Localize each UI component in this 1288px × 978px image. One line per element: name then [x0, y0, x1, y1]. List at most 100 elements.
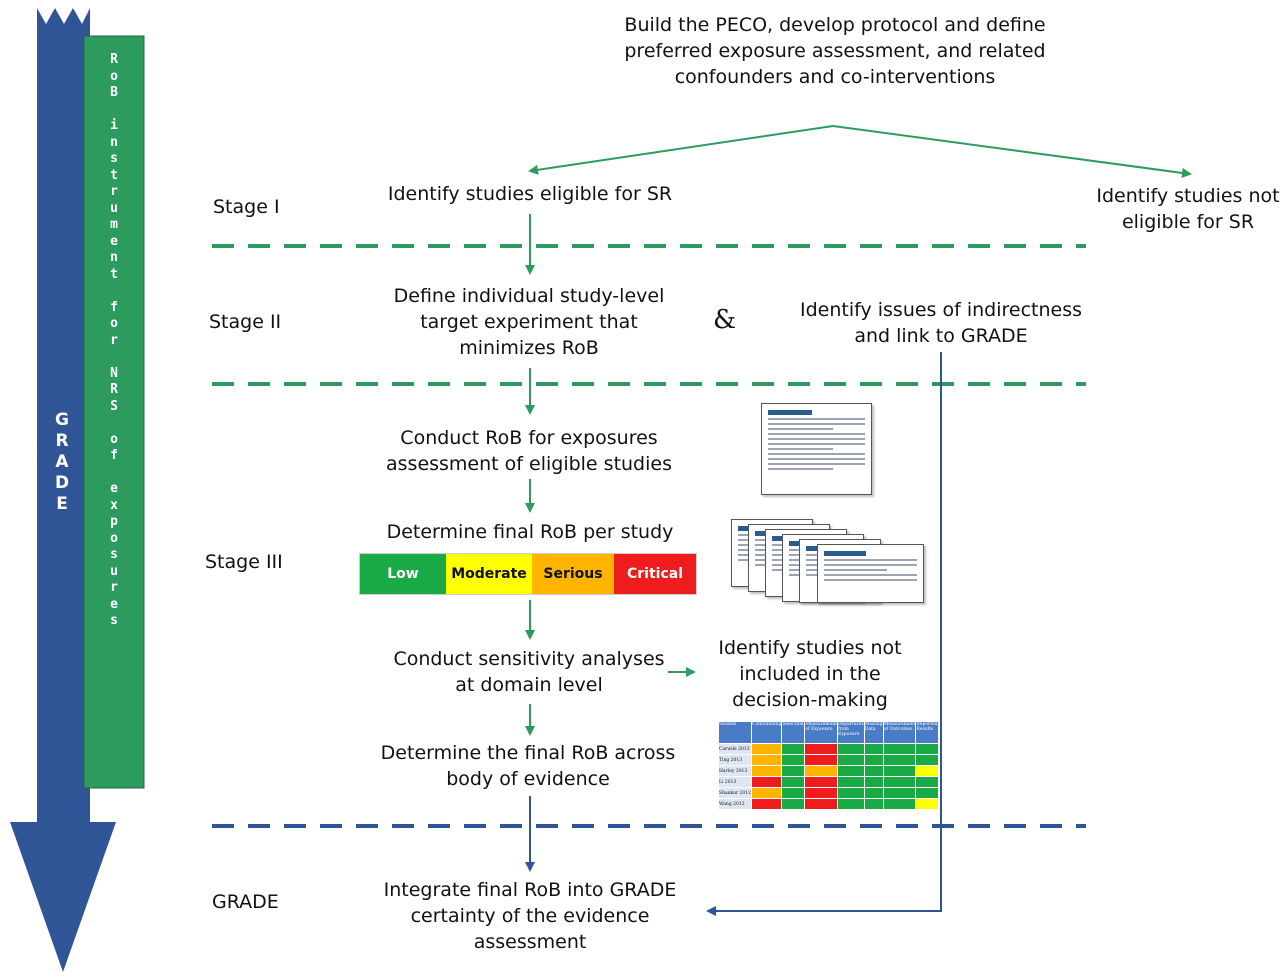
rob-cell — [836, 776, 865, 788]
rob-cell — [915, 754, 940, 766]
table-row: Shankar 2012 — [718, 787, 940, 799]
table-header: Confounding — [750, 721, 783, 744]
rob-cell — [781, 765, 806, 777]
rob-level-moderate: Moderate — [446, 554, 532, 594]
rob-cell — [836, 743, 865, 755]
rob-cell — [750, 798, 783, 810]
rob-cell — [863, 765, 884, 777]
table-header: Measurement of Outcomes — [882, 721, 917, 744]
rob-cell — [882, 754, 917, 766]
grade-stage-label: GRADE — [212, 891, 279, 913]
not-included-node: Identify studies not included in the dec… — [718, 637, 902, 711]
rob-cell — [863, 743, 884, 755]
vertical-letter: n — [110, 134, 118, 150]
rob-cell — [804, 798, 838, 810]
arrow-peco-to-eligible — [528, 125, 834, 175]
stage-1-label: Stage I — [213, 196, 280, 218]
rob-cell — [882, 776, 917, 788]
vertical-letter — [110, 415, 118, 432]
rob-cell — [804, 765, 838, 777]
target-experiment-node: Define individual study-level target exp… — [393, 285, 665, 359]
vertical-letter: s — [110, 151, 118, 166]
table-row: Harley 2013 — [718, 765, 940, 777]
vertical-letter: R — [55, 431, 69, 451]
rob-cell — [915, 765, 940, 777]
vertical-letter — [110, 102, 118, 119]
rob-cell — [836, 787, 865, 799]
study-name: Wang 2012 — [718, 798, 752, 810]
conduct-rob-node: Conduct RoB for exposures assessment of … — [386, 427, 672, 475]
ampersand-symbol: & — [713, 305, 737, 335]
rob-level-critical: Critical — [614, 554, 696, 594]
table-row: Li 2013 — [718, 776, 940, 788]
vertical-letter: u — [110, 563, 118, 579]
vertical-letter: e — [110, 596, 118, 612]
rob-instrument-bar — [83, 35, 145, 789]
study-name: Ting 2013 — [718, 754, 752, 766]
vertical-letter: A — [55, 452, 69, 472]
rob-cell — [836, 798, 865, 810]
vertical-letter: f — [110, 299, 118, 315]
sensitivity-node: Conduct sensitivity analyses at domain l… — [393, 648, 665, 696]
rob-cell — [781, 776, 806, 788]
vertical-letter — [110, 283, 118, 300]
rob-cell — [915, 798, 940, 810]
rob-cell — [863, 754, 884, 766]
rob-cell — [882, 765, 917, 777]
rob-cell — [750, 754, 783, 766]
not-eligible-studies-node: Identify studies not eligible for SR — [1096, 185, 1280, 233]
rob-cell — [863, 798, 884, 810]
vertical-letter: i — [110, 118, 118, 133]
rob-cell — [781, 798, 806, 810]
rob-cell — [804, 787, 838, 799]
rob-cell — [781, 743, 806, 755]
vertical-letter: t — [110, 266, 118, 282]
vertical-letter: r — [110, 184, 118, 199]
rob-cell — [882, 787, 917, 799]
vertical-letter: t — [110, 167, 118, 183]
final-rob-per-study-title: Determine final RoB per study — [386, 521, 674, 543]
integrate-grade-node: Integrate final RoB into GRADE certainty… — [383, 879, 677, 953]
rob-cell — [804, 743, 838, 755]
table-header: Studies — [718, 721, 752, 744]
vertical-letter: s — [110, 547, 118, 562]
study-name: Li 2013 — [718, 776, 752, 788]
paper-thumbnail — [761, 403, 872, 495]
rob-cell — [750, 743, 783, 755]
rob-cell — [863, 787, 884, 799]
table-header: Selection — [781, 721, 806, 744]
vertical-letter: m — [110, 217, 118, 232]
vertical-letter: S — [110, 398, 118, 414]
rob-cell — [781, 787, 806, 799]
table-row: Wang 2012 — [718, 798, 940, 810]
stage-2-label: Stage II — [209, 311, 282, 333]
rob-cell — [915, 787, 940, 799]
peco-text: Build the PECO, develop protocol and def… — [624, 14, 1046, 88]
arrow-peco-to-not-eligible — [832, 125, 1192, 178]
rob-cell — [915, 776, 940, 788]
vertical-letter: e — [110, 481, 118, 496]
vertical-letter: e — [110, 233, 118, 249]
rob-cell — [882, 798, 917, 810]
rob-cell — [836, 754, 865, 766]
final-rob-body-node: Determine the final RoB across body of e… — [380, 742, 676, 790]
vertical-letter: u — [110, 200, 118, 216]
table-header: Missing Data — [863, 721, 884, 744]
rob-cell — [750, 765, 783, 777]
stage-3-label: Stage III — [205, 551, 283, 573]
vertical-letter: r — [110, 580, 118, 595]
vertical-letter: n — [110, 250, 118, 265]
rob-cell — [915, 743, 940, 755]
vertical-letter: B — [110, 85, 118, 100]
vertical-letter: f — [110, 448, 118, 463]
vertical-letter: o — [110, 68, 118, 84]
rob-level-low: Low — [360, 554, 446, 594]
table-row: Carwile 2013 — [718, 743, 940, 755]
table-header: Measurement of Exposure — [804, 721, 838, 744]
vertical-letter: o — [110, 431, 118, 447]
vertical-letter: R — [110, 382, 118, 397]
